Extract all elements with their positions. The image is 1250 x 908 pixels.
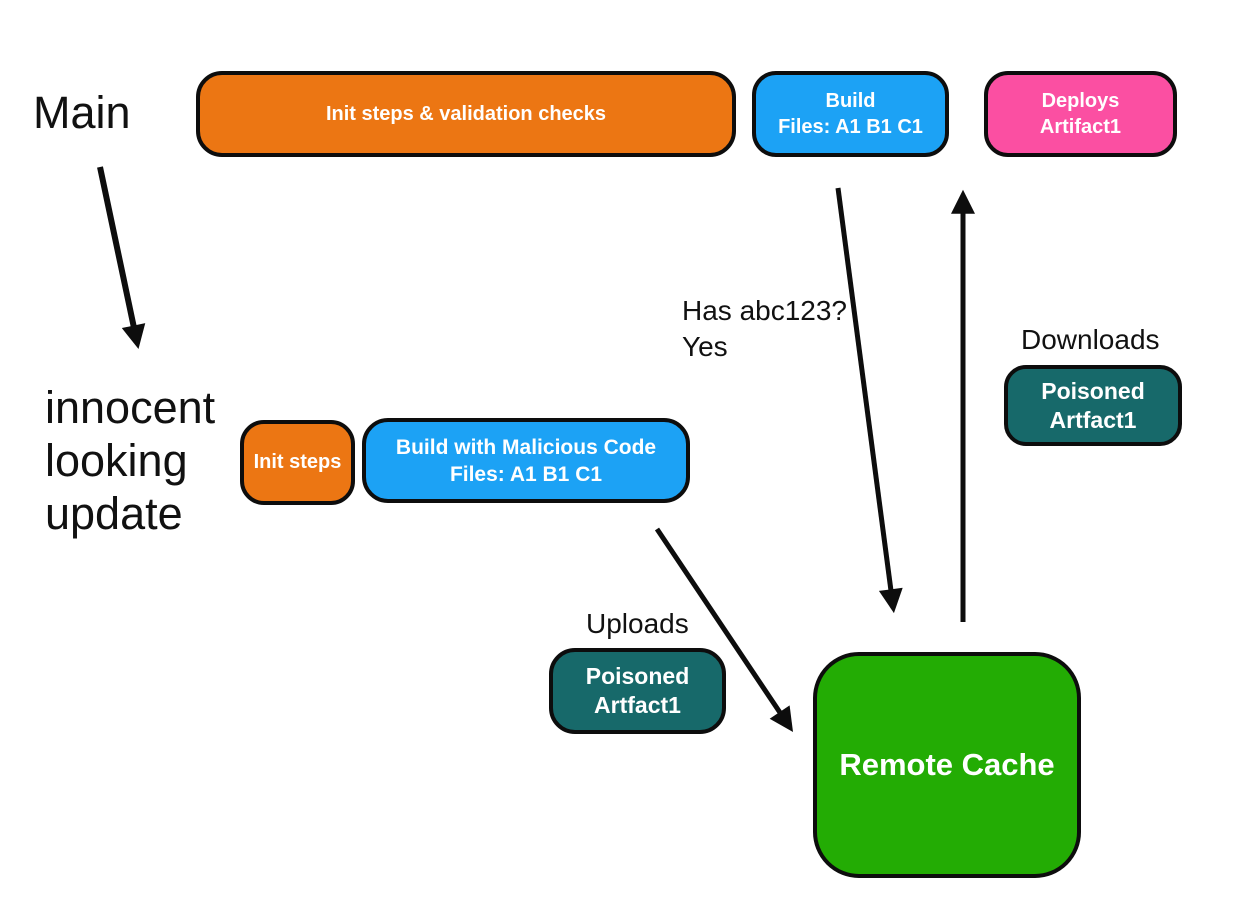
node-init-validation-checks-label: Init steps & validation checks xyxy=(325,102,607,125)
node-poisoned-artifact-download-line2: Artfact1 xyxy=(1049,406,1137,433)
label-innocent-update: innocent looking update xyxy=(45,381,215,540)
node-poisoned-artifact-download: Poisoned Artfact1 xyxy=(1004,365,1182,446)
label-main-branch: Main xyxy=(33,87,131,138)
node-poisoned-artifact-upload-line1: Poisoned xyxy=(585,663,690,689)
node-build: Build Files: A1 B1 C1 xyxy=(752,71,949,157)
node-remote-cache-label: Remote Cache xyxy=(839,747,1055,782)
arrow-main-to-update xyxy=(97,166,146,350)
node-build-malicious: Build with Malicious Code Files: A1 B1 C… xyxy=(362,418,690,503)
label-uploads: Uploads xyxy=(586,608,689,639)
node-deploys-artifact-name: Artifact1 xyxy=(1039,116,1122,138)
arrow-build-to-cache xyxy=(835,187,903,614)
node-remote-cache: Remote Cache xyxy=(813,652,1081,878)
label-has-hash-line1: Has abc123? xyxy=(682,295,848,326)
node-build-malicious-title: Build with Malicious Code xyxy=(395,435,657,459)
label-innocent-update-line1: innocent xyxy=(45,382,216,433)
node-build-files: Files: A1 B1 C1 xyxy=(778,116,923,138)
label-has-hash-query: Has abc123? Yes xyxy=(682,293,847,365)
node-deploys-artifact: Deploys Artifact1 xyxy=(984,71,1177,157)
node-poisoned-artifact-upload-line2: Artfact1 xyxy=(594,692,681,718)
node-init-validation-checks: Init steps & validation checks xyxy=(196,71,736,157)
node-build-malicious-files: Files: A1 B1 C1 xyxy=(449,462,603,486)
label-downloads: Downloads xyxy=(1021,324,1160,355)
label-innocent-update-line3: update xyxy=(45,488,183,539)
node-build-title: Build xyxy=(825,90,876,112)
node-poisoned-artifact-upload: Poisoned Artfact1 xyxy=(549,648,726,734)
node-init-steps: Init steps xyxy=(240,420,355,505)
node-init-steps-label: Init steps xyxy=(253,451,342,473)
node-poisoned-artifact-download-line1: Poisoned xyxy=(1041,377,1145,404)
label-has-hash-line2: Yes xyxy=(682,331,728,362)
node-deploys-title: Deploys xyxy=(1041,90,1120,112)
label-innocent-update-line2: looking xyxy=(45,435,188,486)
